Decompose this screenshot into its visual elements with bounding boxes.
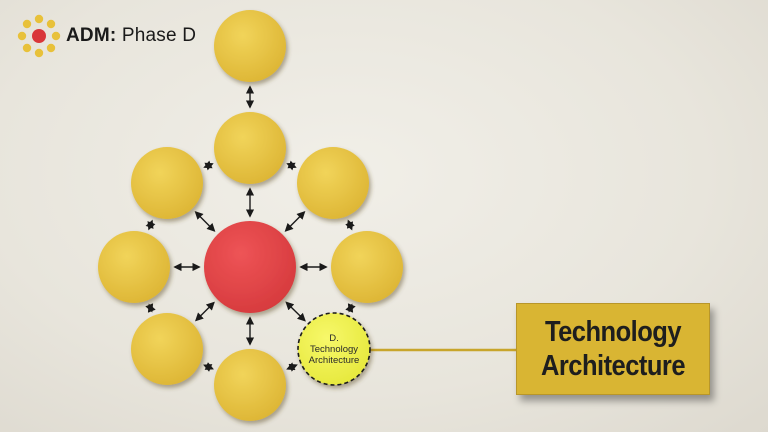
cycle-arrows: [145, 85, 356, 372]
phase-c-node[interactable]: [331, 231, 403, 303]
arrow-f-gg: [145, 303, 156, 313]
arrow-gg-h: [145, 219, 156, 231]
arrow-center-d: [285, 301, 306, 322]
page-title: ADM: Phase D: [66, 25, 196, 47]
phase-callout-box: Technology Architecture: [516, 303, 710, 395]
phase-callout-line2: Architecture: [540, 350, 686, 382]
arrow-c-d: [345, 303, 356, 313]
arrow-a-b: [286, 160, 297, 171]
requirements-management-node[interactable]: [204, 221, 296, 313]
arrow-center-b: [284, 211, 306, 232]
phase-b-node[interactable]: [297, 147, 369, 219]
phase-d-node[interactable]: [297, 312, 371, 386]
arrow-b-c: [345, 219, 355, 231]
arrow-center-f: [195, 301, 215, 322]
adm-cycle-icon: [17, 14, 61, 58]
page-title-bold: ADM:: [66, 25, 117, 46]
phase-callout-text: Technology Architecture: [529, 315, 698, 383]
phase-a-node[interactable]: [214, 112, 286, 184]
phase-callout-line1: Technology: [544, 316, 682, 348]
phase-e-node[interactable]: [214, 349, 286, 421]
phase-g-node[interactable]: [98, 231, 170, 303]
arrow-d-e: [286, 362, 298, 372]
arrow-e-f: [203, 362, 214, 372]
phase-f-node[interactable]: [131, 313, 203, 385]
phase-h-node[interactable]: [131, 147, 203, 219]
arrow-center-h: [194, 211, 216, 232]
arrow-h-a: [203, 160, 214, 171]
page-title-phase: Phase D: [116, 25, 197, 46]
preliminary-node[interactable]: [214, 10, 286, 82]
page-header: ADM: Phase D: [16, 10, 196, 62]
